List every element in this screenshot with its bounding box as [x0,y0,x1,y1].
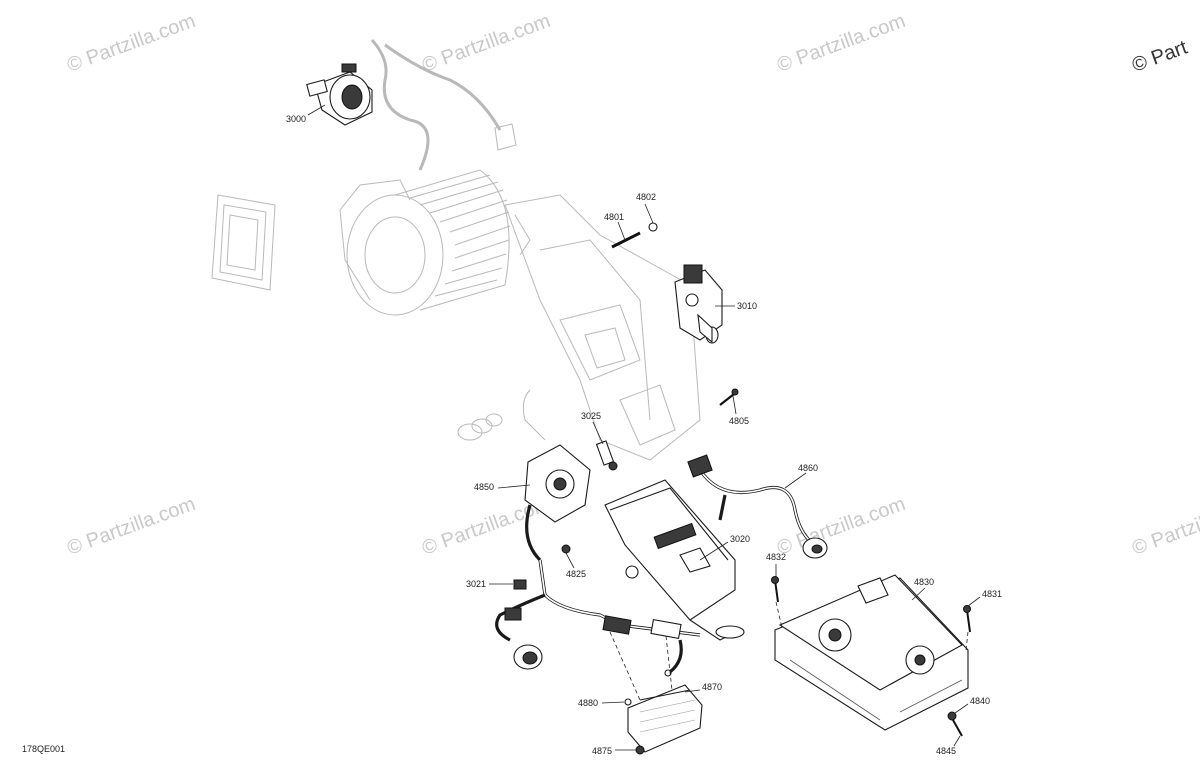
watermark: © Partzilla.com [774,10,908,77]
part-4840-clamp[interactable] [947,711,957,721]
watermark: © Partzilla.com [1129,493,1200,560]
part-3025-sensor[interactable] [595,440,618,471]
part-3021-clip[interactable] [513,579,527,590]
watermark: © Partzilla.com [419,10,553,77]
part-4832-bolt[interactable] [771,576,779,603]
callout-4840[interactable]: 4840 [970,696,990,706]
part-3010-valve[interactable] [674,264,723,344]
callout-4860[interactable]: 4860 [798,463,818,473]
callout-3025[interactable]: 3025 [581,411,601,421]
ghost-context [211,38,701,461]
part-4825-nut[interactable] [561,544,571,554]
part-4830-charger[interactable] [774,574,969,731]
leader-lines [307,104,981,751]
part-4831-bolt[interactable] [963,605,971,633]
part-4875-nut[interactable] [635,745,645,755]
watermarks: © Partzilla.com © Partzilla.com © Partzi… [64,10,1200,560]
watermark: © Partzilla.com [64,10,198,77]
callout-4805[interactable]: 4805 [729,416,749,426]
callout-4825[interactable]: 4825 [566,569,586,579]
part-4870-module[interactable] [627,684,703,753]
callout-4870[interactable]: 4870 [702,682,722,692]
part-4850-charge-port[interactable] [524,444,591,562]
callout-4880[interactable]: 4880 [578,698,598,708]
harness-main[interactable] [495,559,701,677]
callout-3000[interactable]: 3000 [286,114,306,124]
part-4860-cable[interactable] [687,454,828,559]
part-4845-screw[interactable] [952,719,963,737]
part-4805-bolt[interactable] [719,388,739,406]
diagram-code: 178QE001 [22,744,65,754]
callout-4802[interactable]: 4802 [636,192,656,202]
part-3020-heater[interactable] [604,479,745,641]
callout-4801[interactable]: 4801 [604,212,624,222]
watermark-corner: © Part [1129,36,1190,76]
callout-4832[interactable]: 4832 [766,552,786,562]
callout-4850[interactable]: 4850 [474,482,494,492]
callout-4845[interactable]: 4845 [936,746,956,756]
part-3000-water-pump[interactable] [306,63,373,126]
callout-4831[interactable]: 4831 [982,589,1002,599]
callout-3020[interactable]: 3020 [730,534,750,544]
callout-4830[interactable]: 4830 [914,577,934,587]
callout-labels: 3000 4802 4801 3010 4805 3025 4860 4850 … [22,114,1002,756]
part-4880-clip[interactable] [624,698,632,706]
callout-4875[interactable]: 4875 [592,746,612,756]
part-4801-stud[interactable] [611,231,641,249]
part-4802-nut[interactable] [648,222,658,232]
callout-3010[interactable]: 3010 [737,301,757,311]
watermark: © Partzilla.com [64,493,198,560]
callout-3021[interactable]: 3021 [466,579,486,589]
